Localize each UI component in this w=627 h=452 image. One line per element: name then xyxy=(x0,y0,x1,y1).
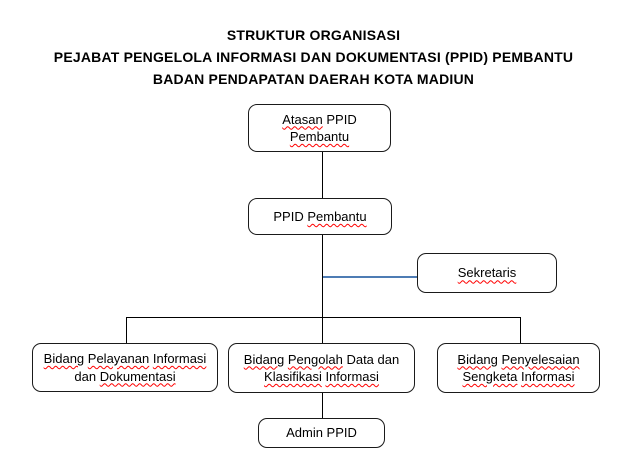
distribution-line-horizontal xyxy=(126,317,521,319)
drop-line-left xyxy=(126,317,128,344)
node-label-line: Admin PPID xyxy=(286,425,357,441)
drop-line-right xyxy=(520,317,522,344)
node-label-line: Bidang Pengolah Data dan xyxy=(243,351,400,367)
connector-to-sekretaris xyxy=(323,276,417,278)
node-label-line: dan Dokumentasi xyxy=(74,368,176,384)
node-label-line: Bidang Pelayanan Informasi xyxy=(43,351,207,366)
node-admin-ppid: Admin PPID xyxy=(258,418,385,448)
node-label-line: Sengketa Informasi xyxy=(462,369,575,384)
chart-title-line1: STRUKTUR ORGANISASI xyxy=(226,27,401,43)
node-label-line: Sekretaris xyxy=(457,265,517,281)
node-label-line: Atasan PPID xyxy=(282,111,357,127)
node-ppid-pembantu: PPID Pembantu xyxy=(248,198,392,235)
chart-title: STRUKTUR ORGANISASI PEJABAT PENGELOLA IN… xyxy=(0,24,627,90)
connector-pengolah-to-admin xyxy=(322,392,324,419)
node-label-line: Pembantu xyxy=(289,129,350,144)
node-label-line: Klasifikasi Informasi xyxy=(264,369,379,384)
node-sekretaris: Sekretaris xyxy=(417,253,557,293)
node-bidang-pelayanan-informasi: Bidang Pelayanan Informasi dan Dokumentas… xyxy=(32,343,218,392)
node-label-line: PPID Pembantu xyxy=(273,208,367,224)
node-atasan-ppid-pembantu: Atasan PPID Pembantu xyxy=(248,104,391,152)
node-label-line: Bidang Penyelesaian xyxy=(457,351,580,367)
connector-ppid-to-distribution xyxy=(322,235,324,318)
drop-line-center xyxy=(322,317,324,344)
connector-atasan-to-ppid xyxy=(322,152,324,198)
chart-title-line3: BADAN PENDAPATAN DAERAH KOTA MADIUN xyxy=(152,71,475,87)
chart-title-line2: PEJABAT PENGELOLA INFORMASI DAN DOKUMENT… xyxy=(53,49,574,65)
